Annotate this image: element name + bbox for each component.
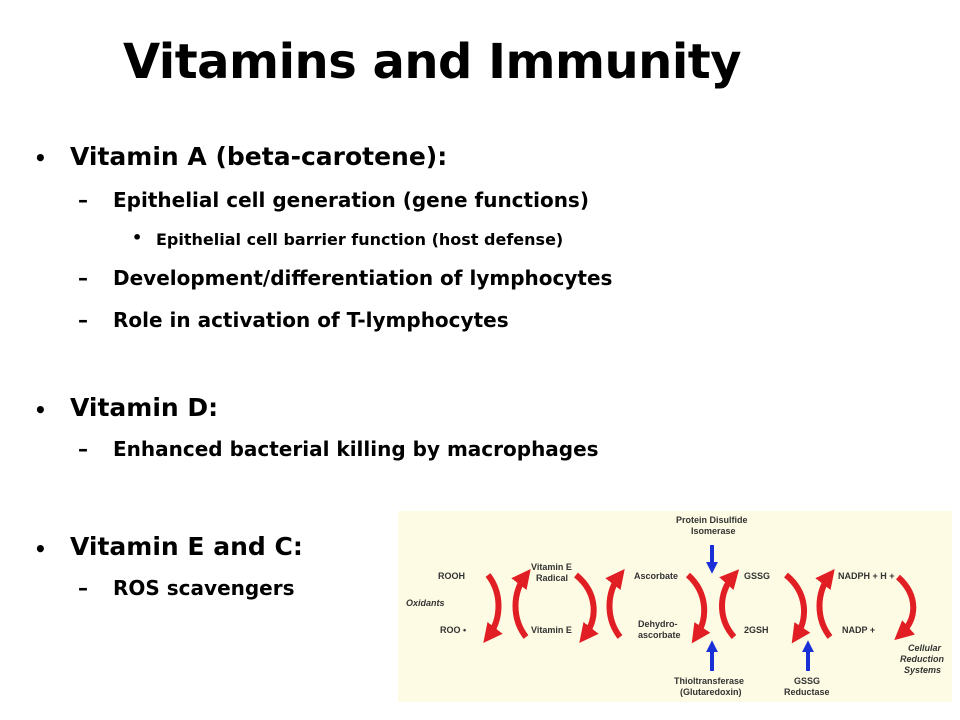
label-ascorbate-2: ascorbate [638,630,681,640]
label-vitamin-e-radical: Vitamin E [531,562,572,572]
label-isomerase: Isomerase [691,526,736,536]
dash-marker: – [78,576,88,600]
bullet-marker: • [34,398,47,422]
enzyme-arrows [706,545,814,671]
label-gssg-reductase-2: Reductase [784,687,830,697]
label-glutaredoxin: (Glutaredoxin) [680,687,742,697]
label-gssg: GSSG [744,571,770,581]
sub-ros-scavengers: ROS scavengers [113,576,295,600]
label-gssg-reductase-1: GSSG [794,676,820,686]
cycle-arrows [483,568,917,644]
label-ascorbate: Ascorbate [634,571,678,581]
red-arc-arrow [605,568,625,639]
dash-marker: – [78,308,88,332]
label-radical: Radical [536,573,568,583]
red-arc-arrow [685,572,711,644]
label-systems: Systems [904,665,941,675]
label-cellular: Cellular [908,643,942,653]
label-vitamin-e: Vitamin E [531,625,572,635]
label-rooh: ROOH [438,571,465,581]
bullet-vitamin-e-c: Vitamin E and C: [70,532,303,561]
redox-cycle-svg: Protein Disulfide Isomerase ROOH Oxidant… [406,515,945,697]
sub-epithelial-generation: Epithelial cell generation (gene functio… [113,188,589,212]
label-protein-disulfide: Protein Disulfide [676,515,748,525]
sub-t-lymphocyte-activation: Role in activation of T-lymphocytes [113,308,509,332]
label-2gsh: 2GSH [744,625,769,635]
redox-cycle-diagram: Protein Disulfide Isomerase ROOH Oxidant… [398,511,952,702]
label-reduction: Reduction [900,654,945,664]
dash-marker: – [78,188,88,212]
red-arc-arrow [483,573,503,644]
red-arc-arrow [815,568,835,639]
bullet-vitamin-a: Vitamin A (beta-carotene): [70,142,448,171]
sub-epithelial-barrier: Epithelial cell barrier function (host d… [156,230,564,249]
red-arc-arrow [511,568,531,639]
bullet-marker: • [34,146,47,170]
label-oxidants: Oxidants [406,598,445,608]
dash-marker: – [78,437,88,461]
label-dehydro: Dehydro- [638,619,678,629]
sub-lymphocyte-development: Development/differentiation of lymphocyt… [113,266,613,290]
red-arc-arrow [783,572,811,644]
red-arc-arrow [573,572,599,644]
label-nadp: NADP + [842,625,875,635]
label-thioltransferase: Thioltransferase [674,676,744,686]
slide-title: Vitamins and Immunity [122,34,742,90]
label-roo: ROO • [440,625,466,635]
red-arc-arrow [719,569,740,639]
bullet-marker: • [132,228,143,247]
bullet-marker: • [34,537,47,561]
red-arc-arrow [894,574,917,641]
label-nadph: NADPH + H + [838,571,895,581]
dash-marker: – [78,266,88,290]
sub-bacterial-killing: Enhanced bacterial killing by macrophage… [113,437,599,461]
bullet-vitamin-d: Vitamin D: [70,393,219,422]
